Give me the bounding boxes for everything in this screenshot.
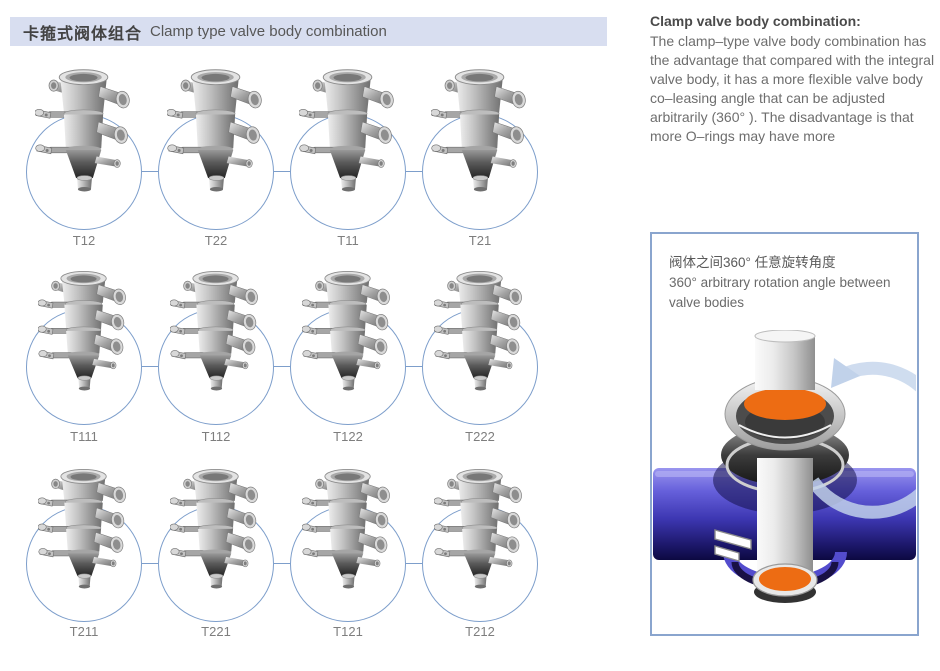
valve-combination-image: [38, 268, 130, 399]
page-title-zh: 卡箍式阀体组合: [23, 25, 143, 43]
connector-line: [406, 366, 422, 367]
valve-combination-label: T211: [69, 624, 99, 639]
connector-line: [142, 171, 158, 172]
section-header-bar: 卡箍式阀体组合 Clamp type valve body combinatio…: [10, 17, 607, 46]
valve-combination-label: T111: [70, 429, 98, 444]
valve-combination-image: [170, 268, 262, 399]
connector-line: [274, 563, 290, 564]
connector-line: [274, 366, 290, 367]
side-description-paragraph: The clamp–type valve body combination ha…: [650, 33, 935, 144]
connector-line: [406, 171, 422, 172]
valve-combination-image: [35, 66, 133, 206]
valve-combination-label: T221: [201, 624, 231, 639]
valve-combination-label: T222: [465, 429, 495, 444]
valve-combination-image: [302, 268, 394, 399]
valve-upper-port: [724, 377, 846, 451]
valve-combination-label: T212: [465, 624, 495, 639]
valve-lower-port: [752, 458, 818, 603]
valve-combination-label: T22: [204, 233, 228, 248]
valve-combination-image: [434, 466, 526, 597]
valve-combination-label: T21: [468, 233, 492, 248]
valve-combination-image: [299, 66, 397, 206]
valve-combination-image: [431, 66, 529, 206]
clamp-bracket-icon: [714, 529, 752, 562]
rotation-caption-zh: 阀体之间360° 任意旋转角度: [669, 255, 836, 270]
valve-rotation-illustration: [653, 330, 916, 603]
side-description-heading: Clamp valve body combination:: [650, 13, 861, 29]
valve-combination-image: [434, 268, 526, 399]
valve-combination-label: T121: [333, 624, 363, 639]
valve-combination-label: T112: [201, 429, 231, 444]
valve-combination-image: [167, 66, 265, 206]
valve-combination-image: [302, 466, 394, 597]
rotation-caption: 阀体之间360° 任意旋转角度 360° arbitrary rotation …: [669, 253, 907, 313]
rotation-info-box: 阀体之间360° 任意旋转角度 360° arbitrary rotation …: [650, 232, 919, 636]
valve-combination-label: T12: [72, 233, 96, 248]
valve-upper-tube: [754, 330, 816, 390]
connector-line: [274, 171, 290, 172]
connector-line: [142, 366, 158, 367]
rotation-caption-en: 360° arbitrary rotation angle between va…: [669, 275, 891, 310]
valve-combination-image: [38, 466, 130, 597]
valve-combination-image: [170, 466, 262, 597]
page-title-en: Clamp type valve body combination: [150, 23, 387, 40]
rotation-arrow-icon: [807, 358, 916, 519]
valve-combination-label: T11: [337, 233, 359, 248]
valve-combination-label: T122: [333, 429, 363, 444]
connector-line: [142, 563, 158, 564]
connector-line: [406, 563, 422, 564]
side-description: Clamp valve body combination: The clamp–…: [650, 12, 938, 146]
